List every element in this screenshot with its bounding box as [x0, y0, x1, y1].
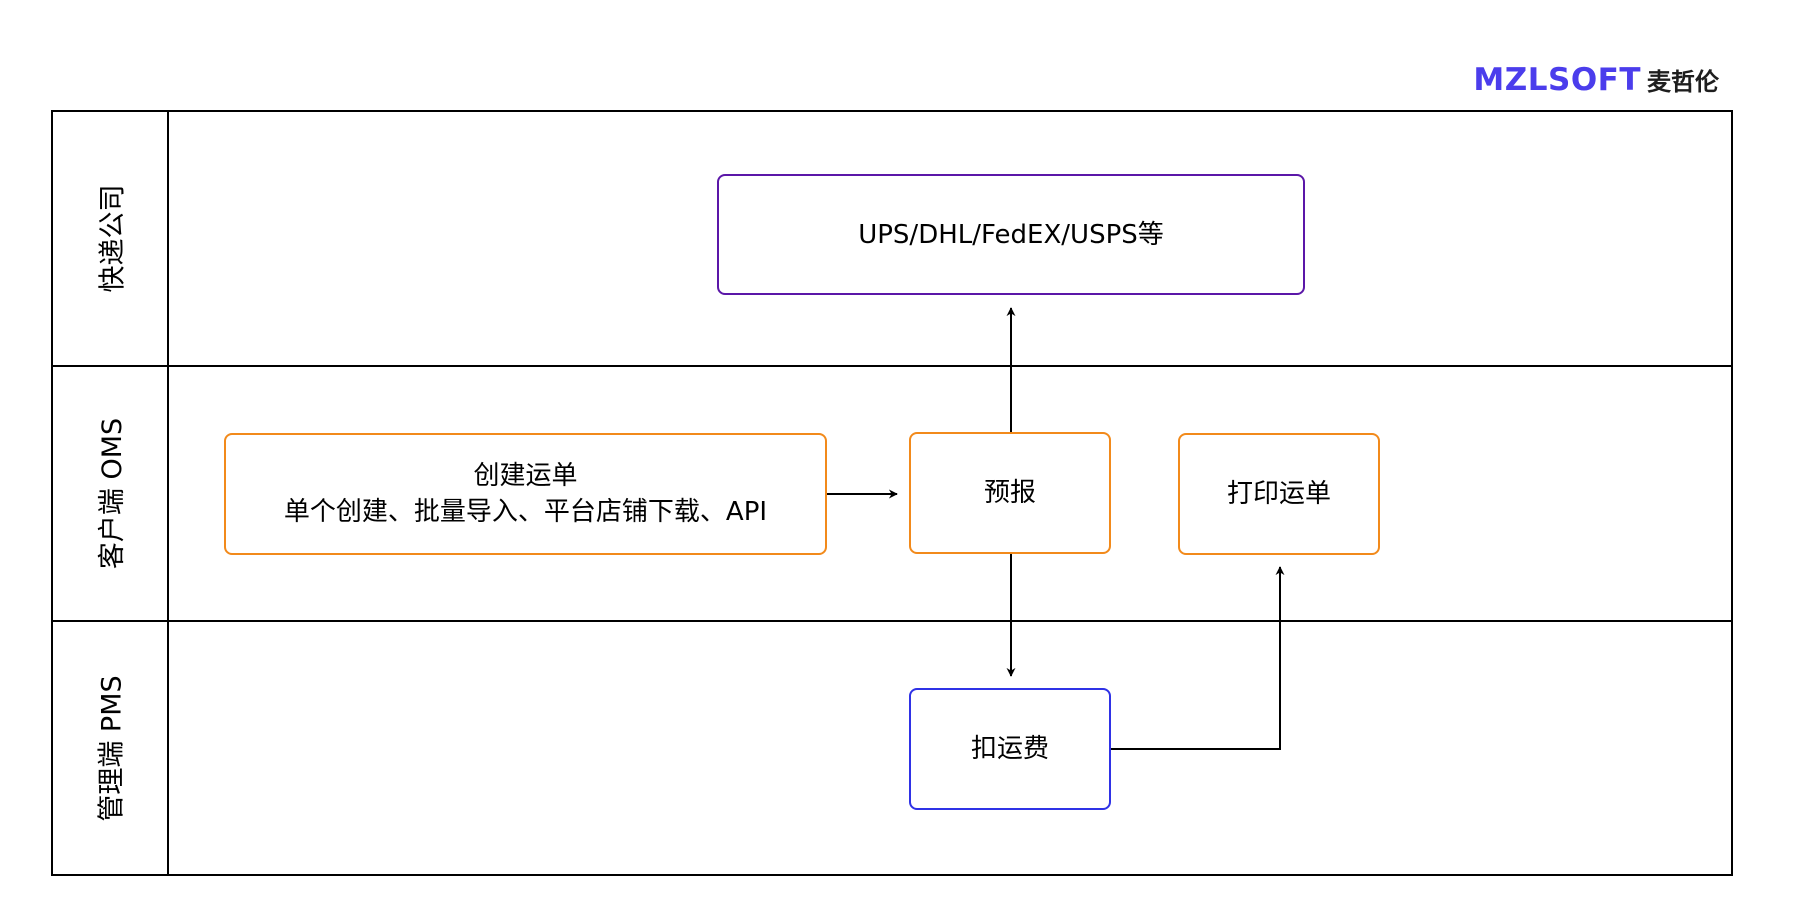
- lane-divider-2: [51, 620, 1733, 622]
- brand-logo: MZLSOFT 麦哲伦: [1473, 62, 1719, 98]
- swimlane-pool: [51, 110, 1733, 876]
- lane-divider-1: [51, 365, 1733, 367]
- node-deduct-text: 扣运费: [970, 734, 1049, 764]
- lane-label-oms: 客户端 OMS: [97, 417, 128, 570]
- brand-cn-name: 麦哲伦: [1647, 68, 1719, 96]
- node-print-waybill: 打印运单: [1178, 433, 1380, 555]
- node-create-title: 创建运单: [473, 461, 578, 491]
- node-create-waybill: 创建运单 单个创建、批量导入、平台店铺下载、API: [224, 433, 827, 555]
- lane-label-pms: 管理端 PMS: [97, 675, 128, 822]
- lane-label-carrier: 快递公司: [97, 184, 128, 292]
- node-carrier-text: UPS/DHL/FedEX/USPS等: [858, 219, 1164, 250]
- node-deduct-fee: 扣运费: [909, 688, 1111, 810]
- lane-header-divider: [167, 110, 169, 876]
- brand-name: MZLSOFT: [1473, 62, 1641, 98]
- node-print-text: 打印运单: [1226, 479, 1331, 509]
- node-carrier: UPS/DHL/FedEX/USPS等: [717, 174, 1305, 295]
- node-prereport: 预报: [909, 432, 1111, 554]
- node-prereport-text: 预报: [983, 478, 1036, 508]
- node-create-subtitle: 单个创建、批量导入、平台店铺下载、API: [283, 497, 768, 527]
